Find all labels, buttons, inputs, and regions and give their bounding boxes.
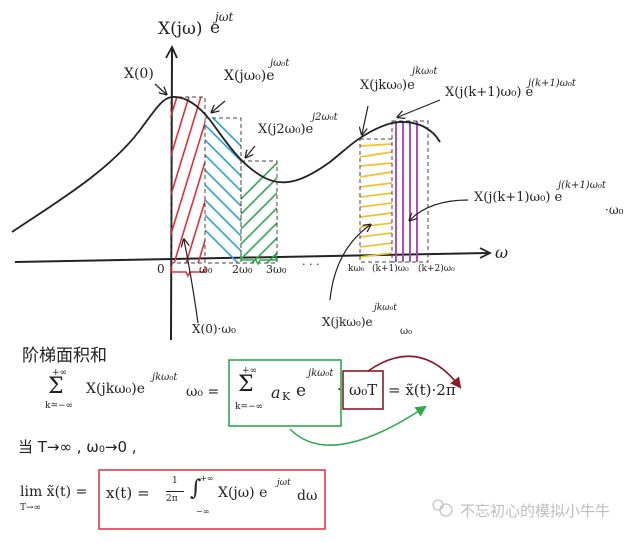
strip-blue <box>204 117 242 264</box>
annotation-strip-k-exp: jkω₀t <box>374 303 397 313</box>
tick-k1w0: (k+1)ω₀ <box>372 264 409 274</box>
label-xjk1w0: X(j(k+1)ω₀) e <box>445 85 534 100</box>
lim-text: lim x̃(t) = <box>20 484 88 500</box>
strip-purple <box>391 120 429 263</box>
label-x0: X(0) <box>124 66 154 82</box>
final-integrand-exp: jωt <box>277 478 291 488</box>
condition-text: 当 T→∞ , ω₀→0 , <box>18 438 137 456</box>
final-integrand: X(jω) e <box>218 485 268 501</box>
sum-term: X(jkω₀)e <box>86 381 146 397</box>
tick-2w0: 2ω₀ <box>232 263 253 276</box>
label-xjk1w0-exp: j(k+1)ω₀t <box>528 78 576 89</box>
rhs-sum-lower: k=−∞ <box>235 402 264 412</box>
rhs-dot: · <box>337 382 342 398</box>
y-axis-label: X(jω) <box>158 19 203 39</box>
rhs-exp: jkω₀t <box>308 368 334 379</box>
sum-term-exp: jkω₀t <box>152 372 178 383</box>
annotation-strip-k1-exp: j(k+1)ω₀t <box>558 180 606 191</box>
lim-sub: T→∞ <box>20 503 42 513</box>
sum-symbol: Σ <box>48 374 64 399</box>
rhs-a: a <box>271 383 281 402</box>
annotation-strip-k: X(jkω₀)e <box>322 315 373 329</box>
rhs-e: e <box>296 381 307 401</box>
label-xjkw0-exp: jkω₀t <box>412 66 438 77</box>
sum-term-tail: ω₀ = <box>186 384 220 400</box>
ellipsis: · · · <box>302 258 320 271</box>
tick-3w0: 3ω₀ <box>266 263 287 276</box>
annotation-strip-k1-sub: ·ω₀ <box>605 203 624 217</box>
final-frac-den: 2π <box>166 494 178 504</box>
y-axis-e: e <box>210 18 221 38</box>
label-xjkw0: X(jkω₀)e <box>360 78 415 93</box>
label-xj2w0: X(j2ω₀)e <box>258 122 314 137</box>
label-xjw0: X(jω₀)e <box>224 68 275 84</box>
w0T: ω₀T <box>349 381 378 399</box>
strip-green <box>240 160 278 264</box>
label-xjw0-exp: jω₀t <box>270 58 290 69</box>
sum-upper: +∞ <box>52 368 68 378</box>
tick-w0: ω₀ <box>199 263 213 276</box>
annotation-strip-0: X(0)·ω₀ <box>192 322 236 336</box>
tick-k2w0: (k+2)ω₀ <box>418 264 455 274</box>
final-dw: dω <box>297 488 318 504</box>
annotation-strip-k-sub: ω₀ <box>400 326 413 337</box>
rhs-sum-upper: +∞ <box>242 366 258 376</box>
final-int-lower: −∞ <box>196 507 210 516</box>
result: = x̃(t)·2π <box>388 381 456 399</box>
fraction-bar <box>166 491 184 492</box>
final-lhs: x(t) = <box>106 484 150 502</box>
tick-0: 0 <box>157 262 165 276</box>
green-box <box>228 359 342 427</box>
watermark-text: 不忘初心的模拟小牛牛 <box>460 502 611 520</box>
spectrum-curve <box>11 96 441 233</box>
red-small-box <box>342 370 384 410</box>
tick-kw0: kω₀ <box>348 264 365 274</box>
derivation-heading: 阶梯面积和 <box>22 346 107 366</box>
final-frac-num: 1 <box>172 476 178 486</box>
final-formula-box <box>98 469 326 530</box>
sum-lower: k=−∞ <box>45 401 74 411</box>
final-int-upper: +∞ <box>200 474 214 483</box>
strip-yellow <box>359 138 393 263</box>
x-axis-label: ω <box>495 243 509 262</box>
integral-symbol: ∫ <box>190 476 202 501</box>
y-axis-exponent: jωt <box>215 10 234 24</box>
rhs-a-sub: K <box>282 390 291 403</box>
rhs-sum-symbol: Σ <box>238 372 254 397</box>
label-xj2w0-exp: j2ω₀t <box>312 112 338 123</box>
annotation-strip-k1: X(j(k+1)ω₀) e <box>474 190 563 205</box>
wechat-icon <box>432 499 453 517</box>
